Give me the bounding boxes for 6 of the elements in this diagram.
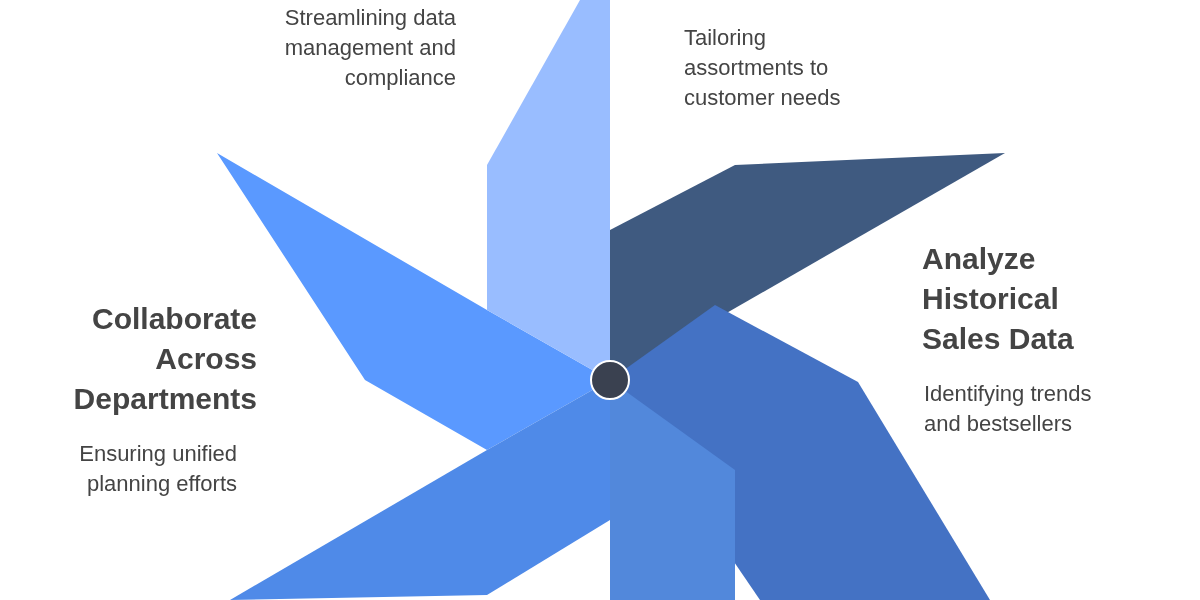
description-text: Streamlining data management and compliance xyxy=(283,4,456,92)
heading: Analyze Historical Sales Data xyxy=(922,241,1075,357)
description-text: Tailoring assortments to customer needs xyxy=(684,24,842,112)
heading: Collaborate Across Departments xyxy=(72,301,257,417)
description-text: Identifying trends and bestsellers xyxy=(924,380,1093,438)
description-text: Ensuring unified planning efforts xyxy=(78,440,237,498)
